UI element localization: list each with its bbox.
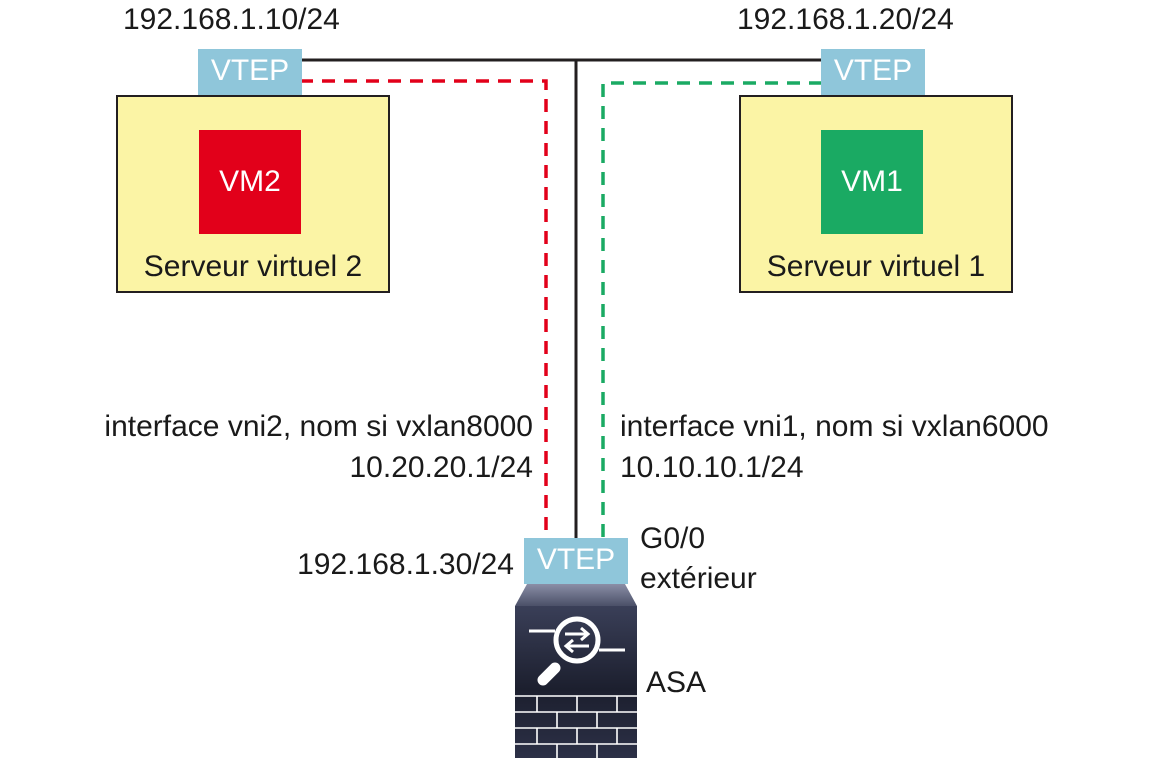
vtep-asa: VTEP — [524, 538, 628, 584]
vni2-ip-label: 10.20.20.1/24 — [349, 451, 533, 484]
asa-vtep-ip: 192.168.1.30/24 — [297, 548, 514, 581]
vtep-server2: VTEP — [198, 49, 302, 95]
vm1-label: VM1 — [841, 165, 903, 198]
server2-label: Serveur virtuel 2 — [143, 250, 363, 283]
vxlan-tunnel-red — [300, 79, 548, 538]
vm2-label: VM2 — [219, 165, 281, 198]
vxlan-tunnel-green — [601, 81, 822, 538]
vm1-box: VM1 — [821, 130, 923, 234]
vni2-interface-label: interface vni2, nom si vxlan8000 — [104, 410, 533, 443]
vtep-server1: VTEP — [821, 49, 925, 95]
asa-interface-zone: extérieur — [640, 562, 757, 595]
vtep-ip-server1: 192.168.1.20/24 — [737, 3, 954, 36]
traffic-inspection-icon — [529, 616, 625, 686]
vtep-ip-server2: 192.168.1.10/24 — [123, 3, 340, 36]
vm2-box: VM2 — [199, 130, 301, 234]
server1-label: Serveur virtuel 1 — [766, 250, 986, 283]
asa-label: ASA — [646, 666, 707, 699]
asa-firewall-icon — [515, 584, 637, 758]
vni1-interface-label: interface vni1, nom si vxlan6000 — [620, 410, 1049, 443]
brick-wall-icon — [515, 695, 637, 758]
asa-interface-name: G0/0 — [640, 522, 706, 555]
virtual-server-1: VM1 Serveur virtuel 1 — [739, 95, 1013, 293]
virtual-server-2: VM2 Serveur virtuel 2 — [116, 95, 390, 293]
vni1-ip-label: 10.10.10.1/24 — [620, 451, 804, 484]
